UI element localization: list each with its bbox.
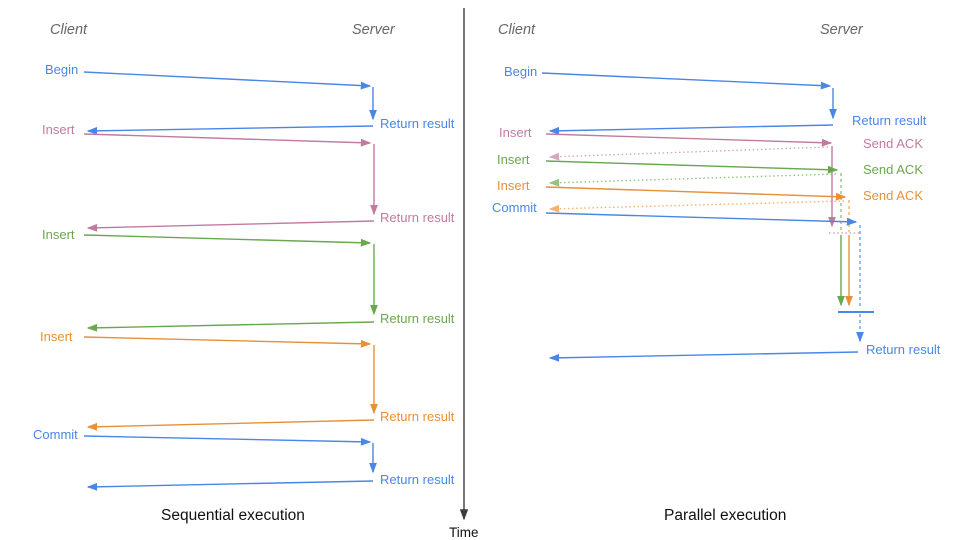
par-server-header: Server [820, 22, 863, 38]
par-insert3-ack-arrow [548, 200, 845, 213]
seq-insert1-response-label: Return result [380, 210, 455, 225]
seq-client-header: Client [50, 22, 88, 38]
seq-insert1-request-arrow [83, 133, 372, 147]
par-commit-response-label: Return result [866, 342, 941, 357]
par-insert2-label: Insert [497, 152, 530, 167]
seq-commit-request-arrow [83, 435, 372, 446]
seq-insert2-request-arrow [83, 234, 372, 247]
seq-insert3-response-label: Return result [380, 409, 455, 424]
seq-insert3-flow [83, 336, 378, 431]
par-commit-return-arrow [548, 351, 859, 362]
seq-insert1-flow [83, 133, 378, 232]
par-insert3-flow [545, 186, 853, 307]
seq-insert3-label: Insert [40, 329, 73, 344]
par-insert3-label: Insert [497, 178, 530, 193]
seq-server-header: Server [352, 22, 395, 38]
par-insert2-flow [545, 160, 845, 307]
par-commit-flow [545, 212, 874, 362]
seq-insert2-response-label: Return result [380, 311, 455, 326]
par-insert1-request-arrow [545, 133, 833, 147]
par-commit-request-arrow [545, 212, 858, 226]
time-axis-label: Time [449, 525, 479, 540]
par-insert2-request-arrow [545, 160, 839, 174]
seq-begin-response-label: Return result [380, 116, 455, 131]
seq-begin-flow [83, 71, 377, 135]
par-begin-flow [541, 72, 837, 135]
seq-commit-label: Commit [33, 427, 78, 442]
par-insert2-ack-arrow [548, 173, 837, 187]
par-insert1-ack-arrow [548, 146, 829, 161]
seq-insert3-return-arrow [86, 419, 375, 431]
seq-begin-label: Begin [45, 62, 79, 77]
sequential-title: Sequential execution [161, 507, 305, 524]
par-commit-label: Commit [492, 200, 537, 215]
par-insert1-label: Insert [499, 125, 532, 140]
par-insert2-response-label: Send ACK [863, 162, 923, 177]
seq-begin-return-arrow [86, 125, 374, 135]
par-begin-response-label: Return result [852, 113, 927, 128]
par-insert1-response-label: Send ACK [863, 136, 923, 151]
par-insert3-response-label: Send ACK [863, 188, 923, 203]
seq-insert1-return-arrow [86, 220, 375, 232]
seq-insert2-return-arrow [86, 321, 375, 332]
seq-commit-return-arrow [86, 480, 374, 491]
seq-begin-request-arrow [83, 71, 372, 90]
seq-insert3-request-arrow [83, 336, 372, 348]
seq-insert2-flow [83, 234, 378, 332]
par-insert3-request-arrow [545, 186, 847, 201]
par-begin-return-arrow [548, 124, 834, 135]
seq-insert1-label: Insert [42, 122, 75, 137]
par-begin-label: Begin [504, 64, 538, 79]
seq-insert2-label: Insert [42, 227, 75, 242]
seq-commit-response-label: Return result [380, 472, 455, 487]
parallel-title: Parallel execution [664, 507, 787, 524]
par-client-header: Client [498, 22, 536, 38]
par-begin-request-arrow [541, 72, 832, 90]
seq-commit-flow [83, 435, 377, 491]
par-insert1-flow [545, 133, 861, 234]
